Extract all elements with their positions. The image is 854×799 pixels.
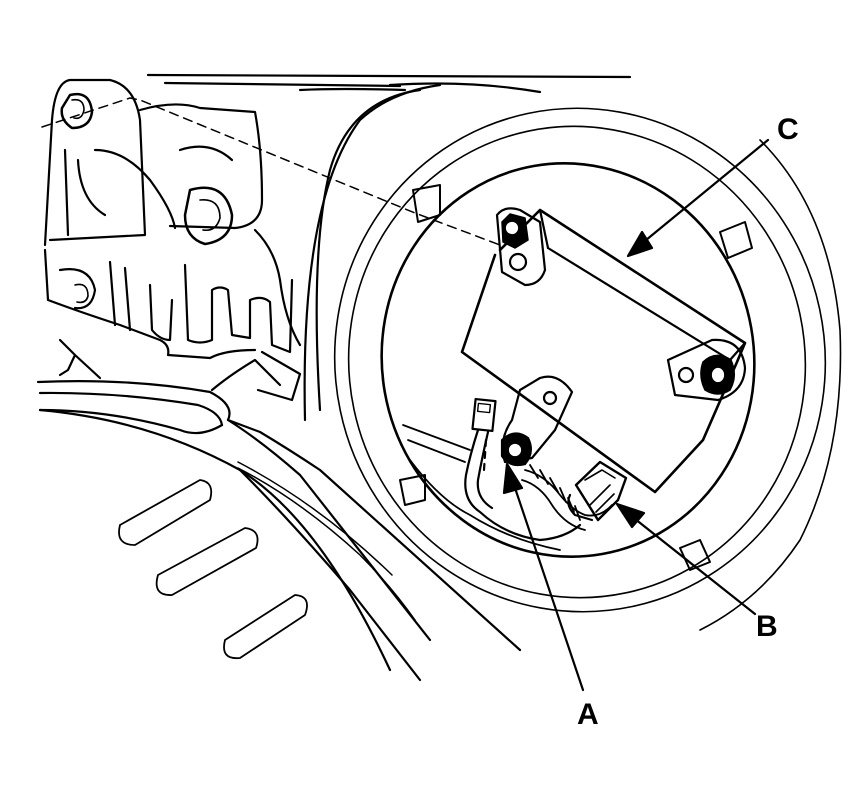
lower-frame bbox=[36, 338, 522, 682]
leader-c bbox=[638, 138, 770, 247]
callout-label-b: B bbox=[756, 610, 778, 643]
opening-tabs bbox=[399, 184, 753, 571]
mounting-opening bbox=[380, 162, 756, 558]
mounting-bracket bbox=[500, 375, 574, 467]
arrowhead-a bbox=[502, 462, 524, 495]
recess-rings bbox=[333, 107, 842, 631]
leader-lines bbox=[502, 138, 770, 692]
arrowhead-c bbox=[626, 230, 654, 258]
arrowhead-b bbox=[615, 502, 646, 529]
floor-slots bbox=[118, 479, 308, 660]
housing-contours bbox=[303, 82, 542, 422]
callout-label-c: C bbox=[777, 113, 799, 146]
body-panel bbox=[43, 78, 302, 360]
wire-harness bbox=[402, 424, 613, 551]
control-module-c bbox=[460, 207, 747, 494]
top-trim-lines bbox=[146, 73, 632, 92]
callout-label-a: A bbox=[577, 698, 599, 731]
connector-a bbox=[464, 397, 582, 542]
guide-dashed-line bbox=[41, 97, 501, 246]
connector-b bbox=[567, 460, 628, 522]
leader-b bbox=[628, 513, 757, 616]
leader-a bbox=[511, 480, 585, 692]
